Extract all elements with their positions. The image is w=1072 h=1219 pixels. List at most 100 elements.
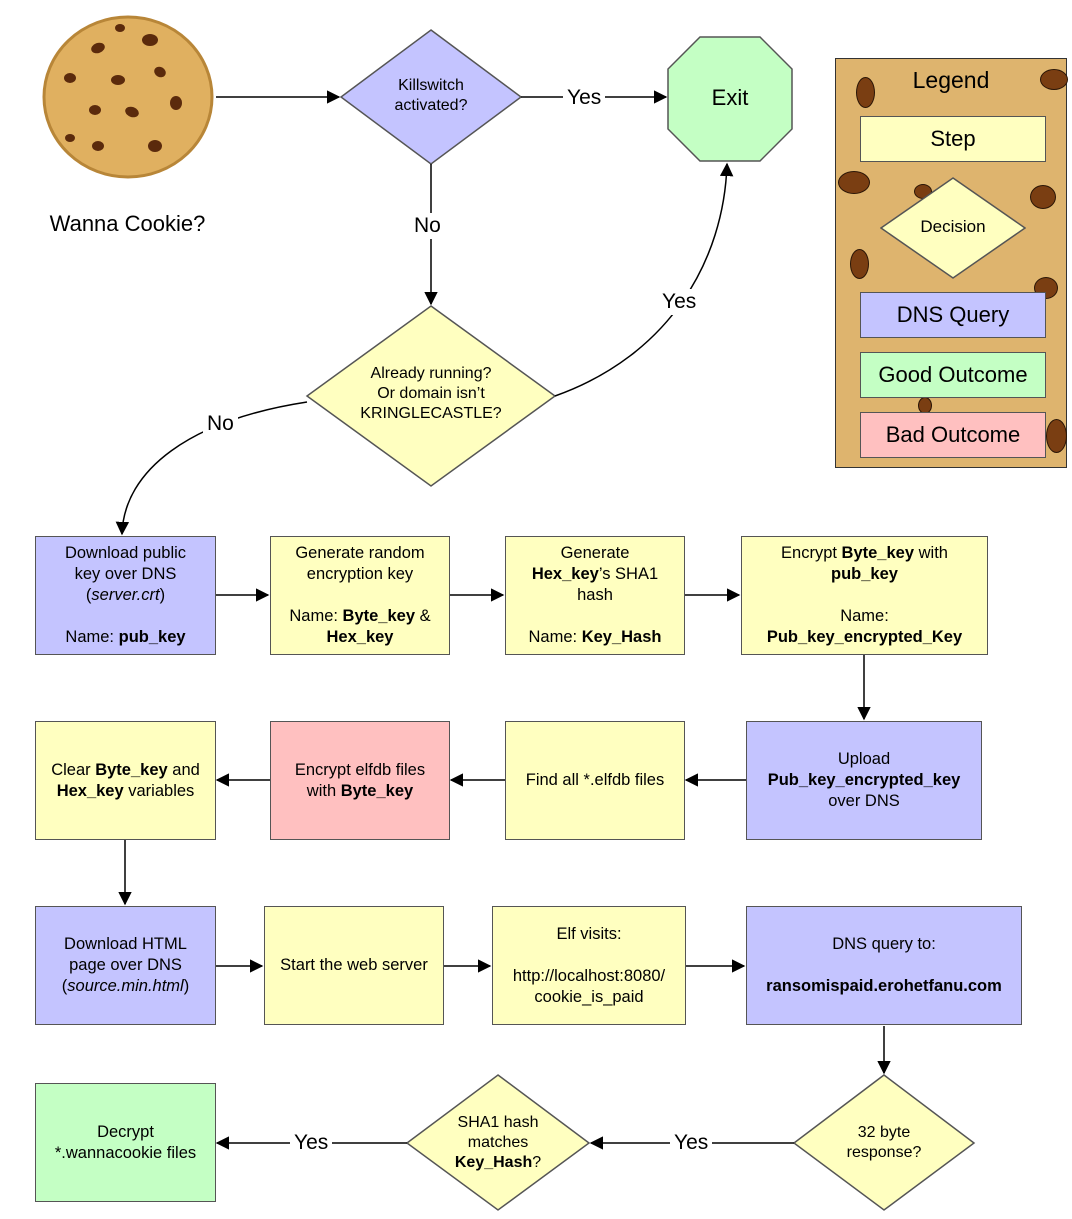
start-server-text: Start the web server [280, 956, 428, 974]
generate-hash-line-2: Hex_key’s SHA1 [532, 564, 658, 585]
legend-decision-shape [880, 177, 1026, 279]
exit-label: Exit [711, 85, 749, 110]
encrypt-key-line-1: Encrypt Byte_key with [781, 543, 948, 564]
generate-hash-line-3: hash [577, 586, 613, 604]
decrypt-line-2: *.wannacookie files [54, 1143, 197, 1162]
generate-hash-name: Name: Key_Hash [529, 627, 662, 648]
encrypt-files-pre: with [306, 781, 341, 800]
dns-query-line-2: ransomispaid.erohetfanu.com [766, 976, 1002, 997]
sha1-match-label: SHA1 hash matches Key_Hash? [428, 1113, 568, 1173]
pub-key-name: pub_key [118, 628, 186, 646]
sha1-rest: ’s SHA1 [598, 565, 659, 583]
clear-mid: and [167, 760, 200, 779]
sha1-line-2: matches [467, 1134, 529, 1151]
step-start-web-server: Start the web server [264, 906, 444, 1025]
server-crt: server.crt [91, 586, 160, 604]
already-running-label: Already running? Or domain isn’t KRINGLE… [331, 364, 531, 424]
ampersand: & [415, 607, 431, 625]
find-files-text: Find all *.elfdb files [525, 771, 665, 789]
connectors [115, 90, 891, 1150]
paren-close: ) [183, 977, 190, 995]
hex-key-bold: Hex_key [531, 565, 599, 583]
sha1-question: ? [532, 1154, 542, 1171]
step-generate-hash: Generate Hex_key’s SHA1 hash Name: Key_H… [505, 536, 685, 655]
step-generate-random-key: Generate random encryption key Name: Byt… [270, 536, 450, 655]
dns-query-line-1: DNS query to: [832, 935, 936, 953]
legend-good-outcome: Good Outcome [860, 352, 1046, 398]
name-prefix: Name: [528, 628, 582, 646]
decrypt-line-1: Decrypt [97, 1122, 154, 1141]
byte-key-bold: Byte_key [95, 760, 168, 779]
arrow-running-to-download [115, 401, 308, 536]
legend-chip [850, 249, 869, 279]
legend-step: Step [860, 116, 1046, 162]
already-running-line-2: Or domain isn’t [377, 385, 485, 402]
encrypt-mid: with [914, 544, 948, 562]
clear-line-1: Clear Byte_key and [51, 760, 200, 781]
elf-visits-line-2: http://localhost:8080/ [512, 966, 666, 985]
legend-title: Legend [912, 67, 990, 93]
download-html-line-3: (source.min.html) [62, 976, 189, 997]
legend-panel: Legend Step Decision DNS Query Good Outc… [835, 58, 1068, 468]
generate-key-line-2: encryption key [306, 565, 414, 583]
step-decrypt-files: Decrypt *.wannacookie files [35, 1083, 216, 1202]
name-prefix: Name: [65, 628, 119, 646]
cookie-caption: Wanna Cookie? [49, 211, 206, 236]
download-key-name: Name: pub_key [65, 627, 185, 648]
encrypt-key-name-label: Name: [840, 607, 889, 625]
generate-key-line-1: Generate random [295, 544, 425, 562]
edge-label-yes-running: Yes [658, 289, 701, 315]
upload-line-2: Pub_key_encrypted_key [768, 770, 961, 791]
encrypt-files-line-1: Encrypt elfdb files [294, 760, 426, 779]
legend-decision-diamond [880, 177, 1026, 279]
step-dns-query: DNS query to: ransomispaid.erohetfanu.co… [746, 906, 1022, 1025]
key-hash-name: Key_Hash [581, 628, 662, 646]
paren-open: ( [61, 977, 68, 995]
encrypt-files-line-2: with Byte_key [307, 781, 413, 802]
byte-key-bold: Byte_key [340, 781, 414, 800]
download-html-line-2: page over DNS [69, 956, 182, 974]
source-min-html: source.min.html [67, 977, 184, 995]
clear-line-2: Hex_key variables [57, 781, 195, 802]
download-html-line-1: Download HTML [64, 935, 187, 953]
encrypt-pre: Encrypt [781, 544, 842, 562]
clear-post: variables [123, 781, 195, 800]
legend-chip [1046, 419, 1067, 453]
edge-label-no-running: No [203, 411, 238, 437]
hex-key-bold: Hex_key [56, 781, 124, 800]
byte-key-bold: Byte_key [841, 544, 915, 562]
generate-hash-line-1: Generate [560, 544, 630, 562]
elf-visits-line-1: Elf visits: [556, 924, 622, 943]
legend-chip [1040, 69, 1068, 90]
killswitch-label: Killswitch activated? [394, 77, 468, 114]
download-key-line-2: key over DNS [74, 565, 177, 583]
encrypt-key-line-2: pub_key [831, 564, 898, 585]
cookie-image [42, 15, 214, 179]
step-elf-visits: Elf visits: http://localhost:8080/ cooki… [492, 906, 686, 1025]
legend-chip [838, 171, 870, 194]
upload-key-bold: Pub_key_encrypted_key [767, 771, 961, 789]
arrow-running-to-exit [554, 162, 734, 397]
legend-chip [1030, 185, 1056, 209]
step-clear-keys: Clear Byte_key and Hex_key variables [35, 721, 216, 840]
already-running-line-1: Already running? [370, 365, 492, 382]
already-running-decision [305, 305, 557, 487]
legend-bad-outcome: Bad Outcome [860, 412, 1046, 458]
download-key-line-1: Download public [64, 544, 187, 562]
paren-open: ( [85, 586, 92, 604]
edge-label-no-killswitch: No [410, 213, 445, 239]
generate-key-name-2: Hex_key [327, 627, 394, 648]
edge-label-yes-exit: Yes [563, 85, 606, 111]
encrypt-key-name: Pub_key_encrypted_Key [767, 627, 962, 648]
paren-close: ) [159, 586, 166, 604]
legend-chip [856, 77, 875, 108]
name-prefix: Name: [289, 607, 343, 625]
sha1-line-1: SHA1 hash [457, 1114, 539, 1131]
edge-label-yes-sha1: Yes [290, 1130, 333, 1156]
legend-decision: Decision [920, 217, 986, 236]
dns-domain-bold: ransomispaid.erohetfanu.com [766, 977, 1002, 995]
sha1-line-3: Key_Hash? [428, 1153, 568, 1173]
hex-key-name: Hex_key [326, 628, 394, 646]
step-encrypt-elfdb-files: Encrypt elfdb files with Byte_key [270, 721, 450, 840]
generate-key-name: Name: Byte_key & [289, 606, 430, 627]
